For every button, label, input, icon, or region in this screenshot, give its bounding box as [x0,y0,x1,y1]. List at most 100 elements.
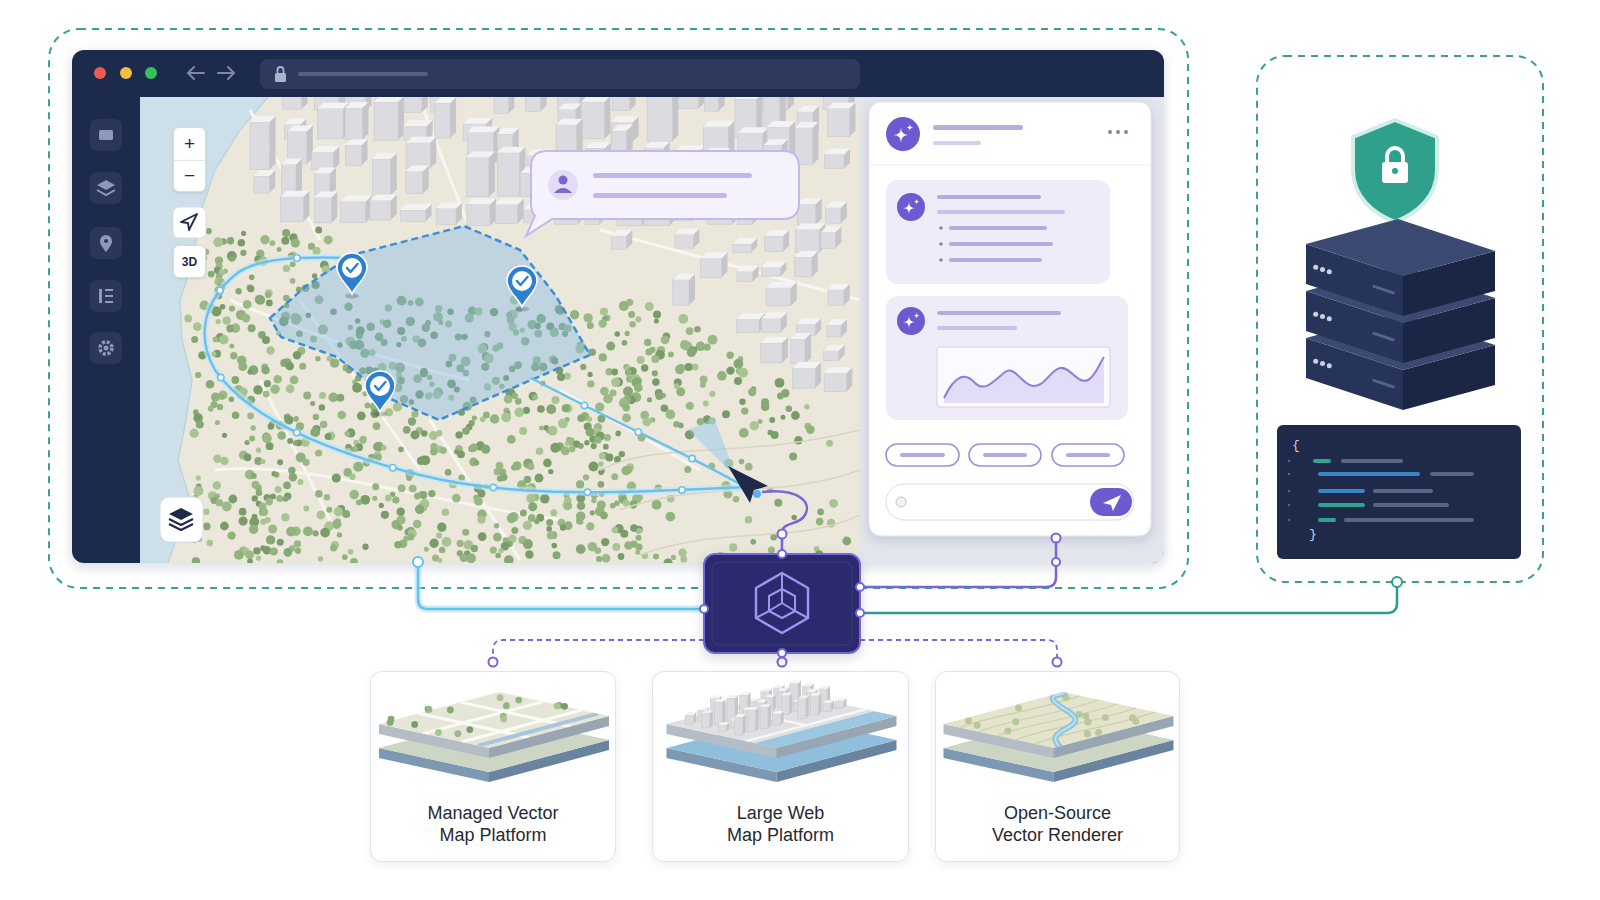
tree [599,353,607,361]
user-icon [559,176,568,185]
tree [310,401,315,406]
hub-port [856,583,864,591]
tree [591,498,596,503]
map-tile [667,681,903,782]
card-label-row: Open-Source Vector Renderer [936,802,1179,846]
building-roof [406,137,436,143]
tree [249,525,258,534]
building-front [466,157,489,197]
tree [709,391,715,397]
tree [637,356,645,364]
tree [415,505,425,515]
window-dot [145,67,157,79]
tree [244,454,252,462]
building-roof [735,714,746,717]
tree [229,495,238,504]
tree [561,446,570,455]
building-side [710,710,713,728]
tree [270,240,276,246]
tree [817,509,824,516]
tree [398,446,404,452]
wire-dot [413,557,423,567]
tree [266,442,274,450]
tree [552,396,560,404]
tree [298,479,304,485]
building-side [699,97,705,108]
building-side [302,97,308,109]
building-roof [810,693,821,696]
building-roof [797,198,821,204]
tree [303,459,310,466]
tree [620,530,628,538]
building-roof [586,142,611,148]
tree [289,473,297,481]
message-line [937,311,1061,315]
tree [397,525,403,531]
tree [247,369,252,374]
tree [313,414,319,420]
tree [647,397,652,402]
tree [429,539,438,548]
building-front [737,319,759,332]
building-roof [345,102,368,108]
tree [594,436,601,443]
tree [591,443,597,449]
building-front [581,102,604,139]
tree [263,546,271,554]
tree [604,434,611,441]
locate-icon [181,214,197,230]
building-roof [797,106,819,112]
message-line [937,195,1041,199]
building-roof [403,120,433,126]
tree [490,414,499,423]
tree [578,443,584,449]
tree [270,547,278,555]
building-roof [701,252,728,258]
tree [520,509,527,516]
send-icon [1103,495,1121,511]
tree [529,392,538,401]
tree [584,440,589,445]
sidebar-icon [99,289,102,303]
building-roof [821,226,842,232]
tree [247,285,254,292]
tree [430,448,437,455]
building-roof [740,692,751,695]
header-line [933,125,1023,130]
tree [576,544,586,554]
building-roof [825,149,851,155]
tree [326,507,332,513]
tree [652,378,660,386]
tree [266,498,273,505]
tree [234,550,244,560]
chat-input [886,484,1134,520]
building-front [762,319,781,333]
tree [774,499,782,507]
building-roof [790,681,801,684]
building-roof [581,97,610,102]
tree [606,342,615,351]
send-button [1090,488,1132,516]
tree [232,412,240,420]
building-front [824,351,839,361]
tree [437,558,442,563]
building-roof [673,274,695,280]
tree [437,522,446,531]
tree [577,501,586,510]
tree [256,489,263,496]
tree [474,460,480,466]
tree [256,448,261,453]
group-outline [1257,56,1543,582]
tree [635,316,641,322]
tree [229,344,234,349]
tree [324,235,333,244]
building-roof [798,696,809,699]
lock-icon [275,73,286,82]
tree [317,511,326,520]
tree [286,362,294,370]
tree [664,558,673,563]
tile-water [478,714,598,746]
tree [612,527,619,534]
tree [251,473,257,479]
tile-illustration [371,672,617,794]
